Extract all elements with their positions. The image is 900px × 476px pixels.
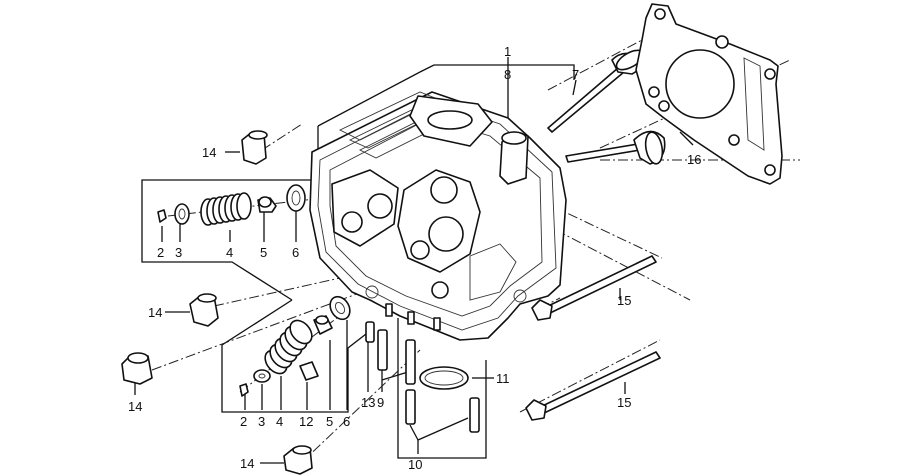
callout-2-lower: 2 <box>240 414 247 429</box>
head-bolts <box>525 255 661 421</box>
callout-6-lower: 6 <box>343 414 350 429</box>
callout-14-left: 14 <box>128 399 142 414</box>
callout-5-upper: 5 <box>260 245 267 260</box>
head-gasket <box>635 3 783 185</box>
callout-4-upper: 4 <box>226 245 233 260</box>
valve-parts-upper <box>157 130 306 226</box>
callout-11: 11 <box>496 371 510 386</box>
callout-12: 12 <box>299 414 313 429</box>
callout-2-upper: 2 <box>157 245 164 260</box>
cap-nuts-side <box>121 293 313 475</box>
callout-14-top: 14 <box>202 145 216 160</box>
callout-9: 9 <box>377 395 384 410</box>
callout-3-lower: 3 <box>258 414 265 429</box>
callout-6-upper: 6 <box>292 245 299 260</box>
callout-3-upper: 3 <box>175 245 182 260</box>
callout-labels: 1 8 7 16 14 2 3 4 5 6 15 14 14 13 9 11 1… <box>128 44 701 472</box>
callout-1: 1 <box>504 44 511 59</box>
valve-spring-upper <box>200 192 252 226</box>
callout-4-lower: 4 <box>276 414 283 429</box>
valve-spring-lower <box>264 319 313 375</box>
callout-10: 10 <box>408 457 422 472</box>
callout-14-mid: 14 <box>148 305 162 320</box>
valves <box>547 49 666 165</box>
callout-13: 13 <box>361 395 375 410</box>
cylinder-head <box>309 91 567 341</box>
valve-parts-lower <box>239 295 351 397</box>
callout-15-lower: 15 <box>617 395 631 410</box>
callout-8: 8 <box>504 67 511 82</box>
callout-14-bottom: 14 <box>240 456 254 471</box>
studs-and-dowels <box>365 321 480 433</box>
callout-16: 16 <box>687 152 701 167</box>
callout-15-upper: 15 <box>617 293 631 308</box>
callout-7: 7 <box>572 67 579 82</box>
callout-5-lower: 5 <box>326 414 333 429</box>
